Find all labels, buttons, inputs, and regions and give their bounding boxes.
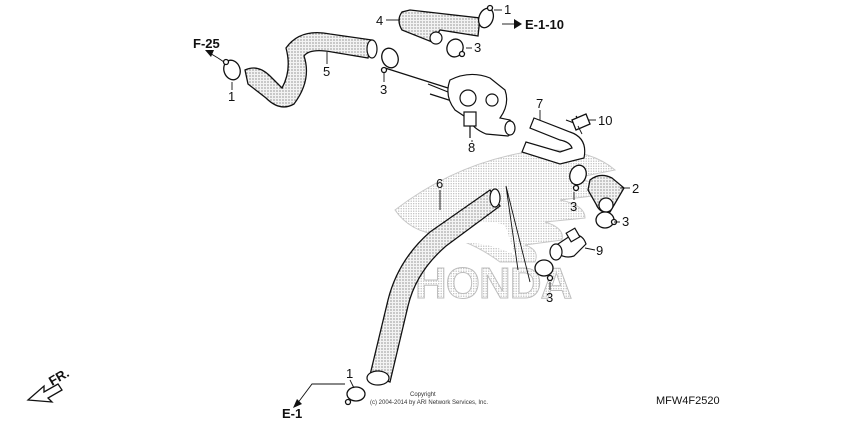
label-8: 8 (468, 140, 475, 155)
hose-6 (366, 188, 501, 386)
label-2: 2 (632, 181, 639, 196)
figure-code: MFW4F2520 (656, 395, 720, 407)
bolt-10 (571, 113, 591, 135)
leader-lines (217, 9, 630, 401)
hose-5 (244, 31, 378, 108)
copyright-line-2: (c) 2004-2014 by ARI Network Services, I… (370, 400, 488, 406)
part-labels: 1 1 1 2 3 3 3 3 3 4 5 6 7 8 9 10 (228, 2, 639, 381)
clamp-3-a (380, 47, 399, 74)
label-5: 5 (323, 64, 330, 79)
label-3-e: 3 (546, 290, 553, 305)
label-3-b: 3 (474, 40, 481, 55)
label-1-bottom: 1 (346, 366, 353, 381)
label-10: 10 (598, 113, 612, 128)
ref-e1: E-1 (282, 406, 302, 421)
reed-valve-9 (549, 227, 587, 261)
label-3-d: 3 (622, 214, 629, 229)
clamp-1-left (222, 58, 241, 81)
label-3-a: 3 (380, 82, 387, 97)
air-injection-valve-8 (384, 67, 516, 138)
label-6: 6 (436, 176, 443, 191)
clamp-3-d (595, 211, 618, 229)
clamp-1-top (477, 4, 495, 29)
label-1-top: 1 (504, 2, 511, 17)
clamp-3-e (534, 259, 554, 282)
hose-2 (587, 174, 625, 213)
reference-arrows (205, 19, 522, 408)
label-3-c: 3 (570, 199, 577, 214)
label-7: 7 (536, 96, 543, 111)
clamp-3-c (569, 164, 587, 192)
ref-f25: F-25 (193, 36, 220, 51)
clamp-3-b (446, 38, 466, 58)
label-1-left: 1 (228, 89, 235, 104)
direction-label: FR. (46, 365, 72, 388)
label-9: 9 (596, 243, 603, 258)
clamp-1-bottom (344, 386, 366, 406)
copyright-line-1: Copyright (410, 392, 436, 398)
label-4: 4 (376, 13, 383, 28)
hose-4 (398, 9, 481, 45)
ref-e110: E-1-10 (525, 17, 564, 32)
front-direction-arrow: FR. (26, 365, 72, 403)
